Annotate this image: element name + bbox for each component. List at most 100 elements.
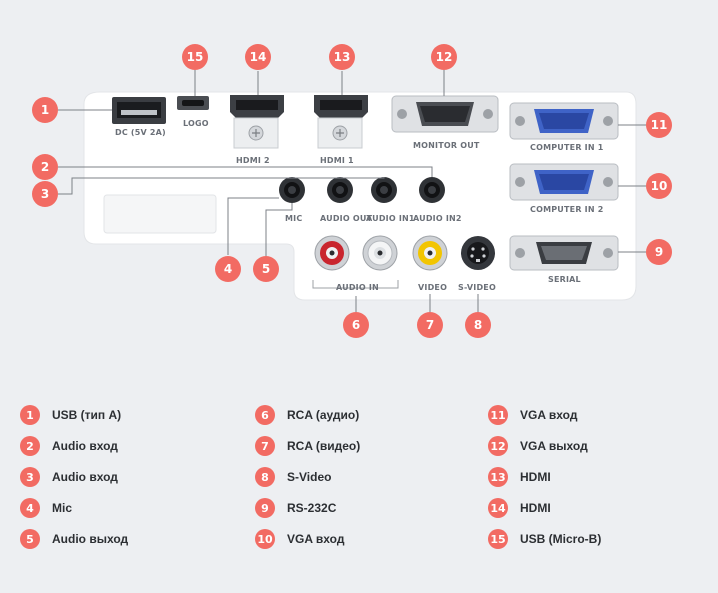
legend-item: 6 RCA (аудио)	[255, 403, 359, 427]
rca-audio-red-jack	[314, 235, 350, 271]
legend-number: 8	[255, 467, 275, 487]
dc-label: DC (5V 2A)	[115, 128, 166, 137]
callout-11: 11	[646, 112, 672, 138]
legend-number: 9	[255, 498, 275, 518]
legend-label: S-Video	[287, 470, 332, 484]
callout-12: 12	[431, 44, 457, 70]
svg-text:3: 3	[41, 187, 49, 201]
legend-number: 6	[255, 405, 275, 425]
callout-10: 10	[646, 173, 672, 199]
serial-port	[509, 235, 619, 271]
legend-label: Audio вход	[52, 470, 118, 484]
hdmi-2-port	[230, 95, 284, 149]
legend-item: 5 Audio выход	[20, 527, 128, 551]
legend-label: Audio выход	[52, 532, 129, 546]
legend-item: 12 VGA выход	[488, 434, 588, 458]
s-video-jack	[461, 236, 495, 270]
legend-label: HDMI	[520, 470, 551, 484]
svg-text:4: 4	[224, 262, 232, 276]
legend-label: RCA (видео)	[287, 439, 361, 453]
mic-label: MIC	[285, 214, 302, 223]
audio-in-bracket	[312, 280, 399, 289]
computer-in-1-vga-port	[509, 102, 619, 140]
svg-text:13: 13	[334, 50, 351, 64]
legend-item: 10 VGA вход	[255, 527, 344, 551]
legend-number: 10	[255, 529, 275, 549]
audio-in2-jack	[419, 177, 445, 203]
legend-label: USB (Micro-B)	[520, 532, 602, 546]
callout-3: 3	[32, 181, 58, 207]
mic-jack	[279, 177, 305, 203]
legend-number: 2	[20, 436, 40, 456]
legend-label: VGA выход	[520, 439, 588, 453]
legend-label: VGA вход	[520, 408, 578, 422]
audio-in1-jack	[371, 177, 397, 203]
audio-in1-label: AUDIO IN1	[366, 214, 415, 223]
callout-9: 9	[646, 239, 672, 265]
legend-number: 11	[488, 405, 508, 425]
audio-out-label: AUDIO OUT	[320, 214, 373, 223]
svg-text:1: 1	[41, 103, 49, 117]
computer-in-2-label: COMPUTER IN 2	[530, 205, 603, 214]
svg-text:8: 8	[474, 318, 482, 332]
rca-video-yellow-jack	[412, 235, 448, 271]
callout-15: 15	[182, 44, 208, 70]
callout-1: 1	[32, 97, 58, 123]
legend-label: HDMI	[520, 501, 551, 515]
computer-in-1-label: COMPUTER IN 1	[530, 143, 604, 152]
legend-item: 15 USB (Micro-B)	[488, 527, 601, 551]
svg-text:15: 15	[187, 50, 204, 64]
monitor-out-vga-port	[391, 95, 499, 133]
svg-text:2: 2	[41, 160, 49, 174]
panel-recess	[103, 194, 217, 234]
hdmi-1-label: HDMI 1	[320, 156, 354, 165]
legend-number: 7	[255, 436, 275, 456]
legend-item: 2 Audio вход	[20, 434, 118, 458]
legend-number: 5	[20, 529, 40, 549]
svg-text:9: 9	[655, 245, 663, 259]
svg-text:12: 12	[436, 50, 453, 64]
hdmi-2-label: HDMI 2	[236, 156, 270, 165]
svg-text:10: 10	[651, 179, 668, 193]
legend-number: 12	[488, 436, 508, 456]
legend-item: 8 S-Video	[255, 465, 331, 489]
legend-label: RS-232C	[287, 501, 337, 515]
audio-in-label: AUDIO IN	[336, 283, 379, 292]
legend-label: Mic	[52, 501, 73, 515]
audio-in2-label: AUDIO IN2	[413, 214, 462, 223]
legend-item: 7 RCA (видео)	[255, 434, 360, 458]
svg-text:14: 14	[250, 50, 267, 64]
callout-6: 6	[343, 312, 369, 338]
callout-13: 13	[329, 44, 355, 70]
s-video-label: S-VIDEO	[458, 283, 496, 292]
legend-number: 14	[488, 498, 508, 518]
audio-out-jack	[327, 177, 353, 203]
callout-14: 14	[245, 44, 271, 70]
hdmi-1-port	[314, 95, 368, 149]
callout-2: 2	[32, 154, 58, 180]
legend-number: 15	[488, 529, 508, 549]
legend-label: USB (тип A)	[52, 408, 122, 422]
connector-panel-diagram: DC (5V 2A) LOGO HDMI 2 HDMI 1 MONITOR OU…	[32, 44, 672, 338]
callout-5: 5	[253, 256, 279, 282]
projector-panel	[83, 91, 637, 301]
callout-7: 7	[417, 312, 443, 338]
leader-lines	[58, 70, 646, 312]
legend-item: 14 HDMI	[488, 496, 551, 520]
monitor-out-label: MONITOR OUT	[413, 141, 480, 150]
callout-8: 8	[465, 312, 491, 338]
legend-label: VGA вход	[287, 532, 345, 546]
video-label: VIDEO	[418, 283, 447, 292]
legend-number: 13	[488, 467, 508, 487]
svg-text:7: 7	[426, 318, 434, 332]
legend-label: RCA (аудио)	[287, 408, 360, 422]
micro-usb-port	[177, 96, 209, 110]
legend-label: Audio вход	[52, 439, 118, 453]
callout-4: 4	[215, 256, 241, 282]
svg-text:6: 6	[352, 318, 360, 332]
usb-a-port	[112, 97, 166, 124]
logo-label: LOGO	[183, 119, 209, 128]
